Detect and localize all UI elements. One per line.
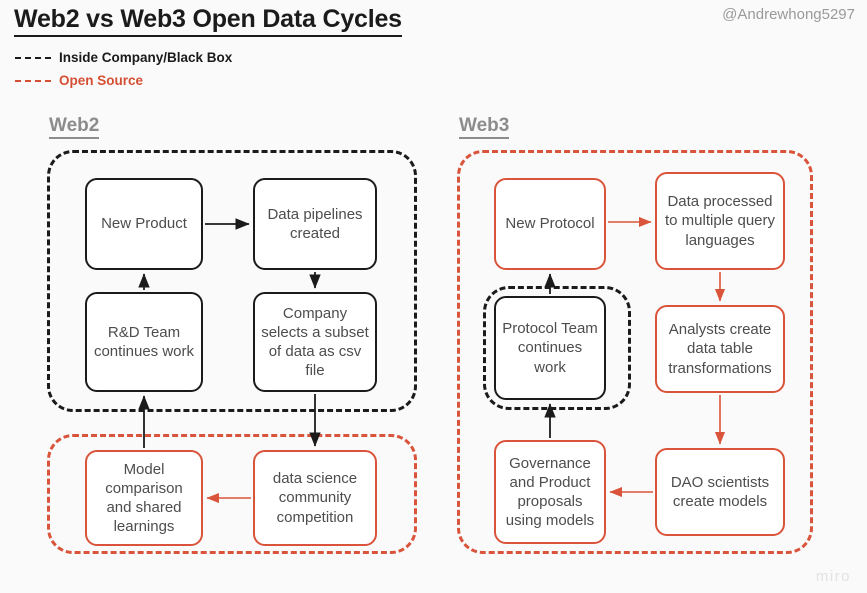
node-rd-team[interactable]: R&D Team continues work	[85, 292, 203, 392]
node-data-processed[interactable]: Data processed to multiple query languag…	[655, 172, 785, 270]
node-new-product[interactable]: New Product	[85, 178, 203, 270]
legend-item-inside-company: Inside Company/Black Box	[15, 50, 232, 65]
section-label-web2: Web2	[49, 115, 100, 139]
legend-label: Open Source	[59, 73, 144, 88]
page-title: Web2 vs Web3 Open Data Cycles	[14, 5, 402, 37]
dashed-line-icon	[15, 56, 51, 59]
node-model-comparison[interactable]: Model comparison and shared learnings	[85, 450, 203, 546]
node-new-protocol[interactable]: New Protocol	[494, 178, 606, 270]
node-governance[interactable]: Governance and Product proposals using m…	[494, 440, 606, 544]
node-protocol-team[interactable]: Protocol Team continues work	[494, 296, 606, 400]
node-company-selects[interactable]: Company selects a subset of data as csv …	[253, 292, 377, 392]
group-web2-open-source	[47, 434, 417, 554]
section-label-web3: Web3	[459, 115, 510, 139]
node-dao-scientists[interactable]: DAO scientists create models	[655, 448, 785, 536]
group-web3-open-source	[457, 150, 813, 554]
group-web2-inside-company	[47, 150, 417, 412]
group-web3-inside-company	[483, 286, 631, 410]
node-data-pipelines[interactable]: Data pipelines created	[253, 178, 377, 270]
legend-item-open-source: Open Source	[15, 73, 143, 88]
legend-label: Inside Company/Black Box	[59, 50, 233, 65]
author-handle: @Andrewhong5297	[722, 6, 855, 23]
dashed-line-icon	[15, 79, 51, 82]
miro-watermark: miro	[815, 568, 851, 585]
node-analysts[interactable]: Analysts create data table transformatio…	[655, 305, 785, 393]
node-data-science[interactable]: data science community competition	[253, 450, 377, 546]
